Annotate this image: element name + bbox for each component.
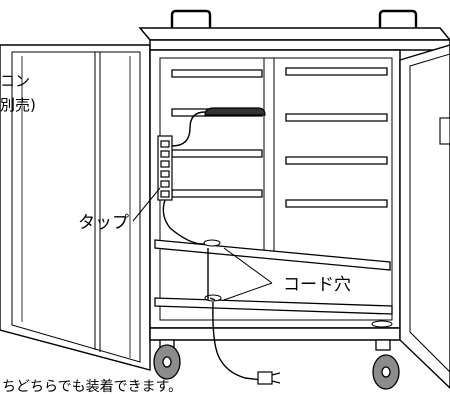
left-door — [0, 44, 151, 371]
plug-icon — [257, 371, 281, 385]
pc-label-line1: コン — [0, 72, 30, 90]
cart-body — [138, 9, 450, 341]
cord-hole-label: コード穴 — [283, 275, 351, 295]
cord-hole-lower — [204, 294, 222, 302]
front-right-caster — [372, 339, 400, 390]
cord-hole-upper — [203, 239, 221, 247]
power-strip — [157, 135, 173, 201]
lower-shelf — [154, 239, 391, 271]
footnote: ちどちらでも装着できます。 — [2, 379, 182, 395]
right-shelves — [285, 67, 388, 208]
cables — [162, 111, 263, 381]
bottom-floor — [154, 294, 393, 328]
front-left-caster — [153, 339, 181, 380]
pc-label-line2: 別売) — [0, 96, 36, 114]
ac-adapter — [204, 107, 266, 116]
right-door — [399, 44, 450, 389]
callout-lines — [132, 187, 273, 301]
tap-label: タップ — [78, 213, 129, 233]
